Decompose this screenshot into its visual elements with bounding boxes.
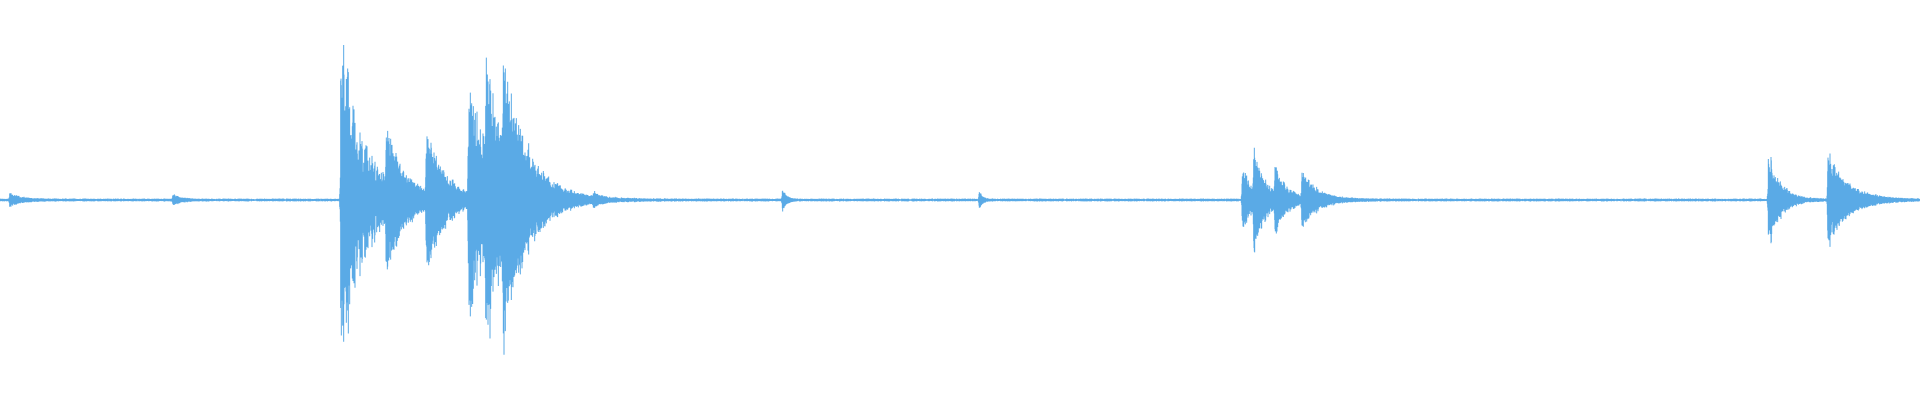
waveform[interactable] <box>0 0 1920 400</box>
waveform-view[interactable] <box>0 0 1920 400</box>
